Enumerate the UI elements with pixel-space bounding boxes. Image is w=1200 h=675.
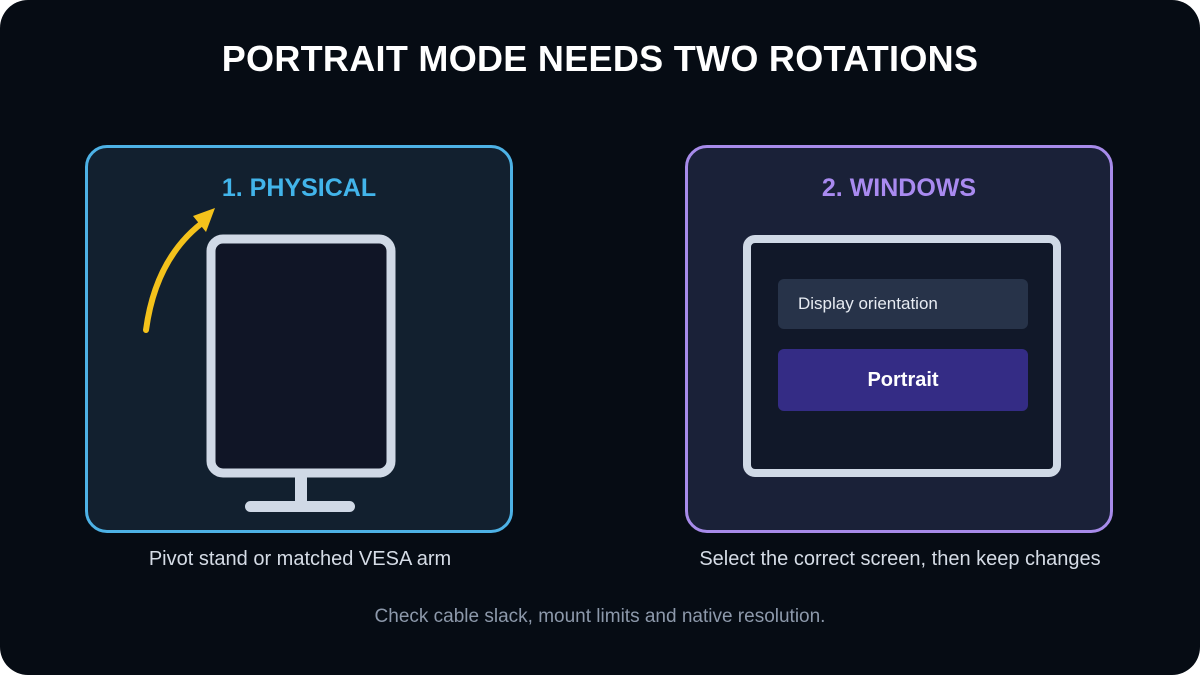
- windows-settings-screen: Display orientation Portrait: [743, 235, 1061, 477]
- portrait-option-button[interactable]: Portrait: [778, 349, 1028, 411]
- physical-caption: Pivot stand or matched VESA arm: [148, 548, 452, 570]
- display-orientation-label: Display orientation: [778, 279, 1028, 329]
- windows-heading: 2. WINDOWS: [821, 174, 977, 202]
- physical-heading: 1. PHYSICAL: [221, 174, 377, 202]
- windows-caption: Select the correct screen, then keep cha…: [699, 548, 1101, 570]
- footer-note: Check cable slack, mount limits and nati…: [374, 606, 826, 627]
- rotate-arrow-icon: [143, 208, 215, 333]
- windows-panel: 2. WINDOWS Display orientation Portrait: [685, 145, 1113, 533]
- physical-illustration: [143, 208, 396, 512]
- physical-panel: 1. PHYSICAL: [85, 145, 513, 533]
- portrait-monitor-icon: [206, 234, 396, 512]
- diagram-title: PORTRAIT MODE NEEDS TWO ROTATIONS: [221, 38, 979, 79]
